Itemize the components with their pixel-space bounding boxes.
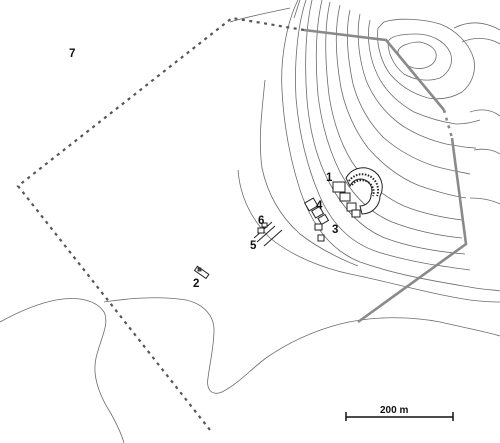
- site-labels: 1 2 3 4 5 6 7: [69, 48, 338, 290]
- label-theatre: 1: [326, 172, 333, 184]
- building-complex-3-4: [303, 197, 330, 242]
- fortification-walls: [303, 28, 468, 324]
- scale-bar: 200 m: [345, 405, 454, 421]
- label-site-4: 4: [316, 200, 323, 212]
- label-site-6: 6: [258, 215, 264, 227]
- label-site-3: 3: [332, 224, 338, 236]
- structure-2: [193, 265, 210, 280]
- label-site-7: 7: [69, 48, 75, 60]
- scale-bar-label: 200 m: [380, 405, 408, 416]
- colonnade-5-6: [253, 221, 283, 247]
- label-site-5: 5: [250, 240, 257, 252]
- theatre-structure: [332, 167, 383, 218]
- label-site-2: 2: [193, 278, 199, 290]
